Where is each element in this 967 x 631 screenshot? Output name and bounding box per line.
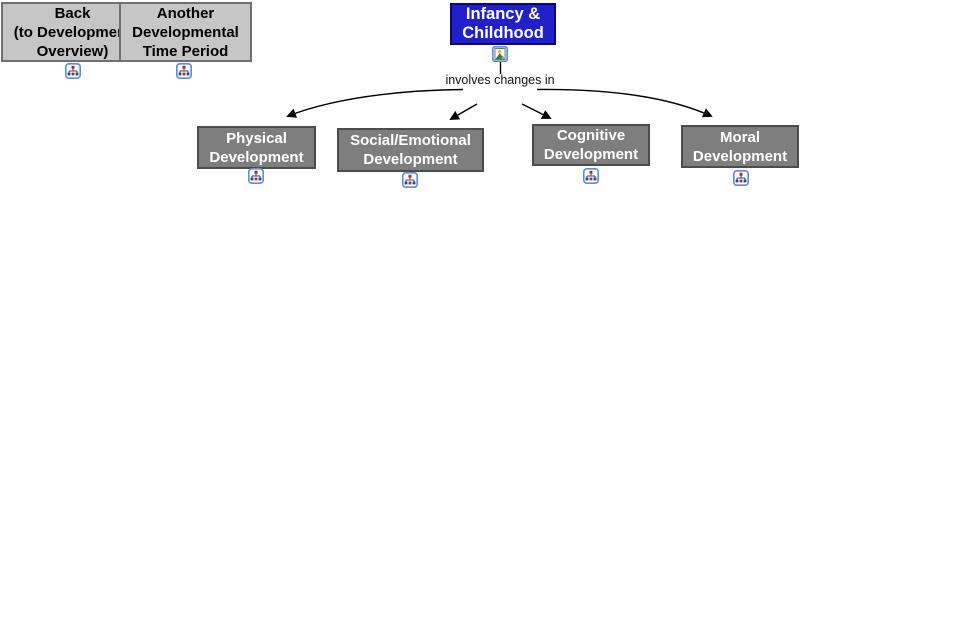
- node-label-line: Development: [209, 148, 304, 166]
- node-moral-development[interactable]: Moral Development: [681, 125, 799, 168]
- node-label-line: Cognitive: [556, 127, 626, 144]
- node-label-line: Time Period: [142, 42, 229, 60]
- node-label-line: Childhood: [462, 24, 544, 42]
- node-label-line: Development: [363, 151, 458, 168]
- node-label-line: Social/Emotional: [350, 132, 471, 149]
- linked-concept-map-icon[interactable]: [176, 63, 192, 79]
- node-social-emotional-development[interactable]: Social/Emotional Development: [337, 128, 484, 172]
- node-label-line: Developmental: [132, 23, 239, 41]
- linked-concept-map-icon[interactable]: [402, 172, 418, 188]
- linking-phrase-line: involves: [445, 73, 491, 87]
- node-label-line: Back: [54, 4, 91, 22]
- linking-phrase-line: changes in: [494, 73, 555, 87]
- node-label-line: Development: [543, 146, 639, 163]
- edge-linking-phrase-to-physical: [286, 88, 464, 118]
- edge-linking-phrase-to-cognitive: [521, 103, 552, 119]
- node-label-line: Moral: [719, 128, 760, 146]
- node-another-developmental-time-period[interactable]: Another Developmental Time Period: [119, 2, 252, 62]
- node-physical-development[interactable]: Physical Development: [197, 126, 316, 169]
- image-resource-icon[interactable]: [492, 46, 508, 62]
- node-cognitive-development[interactable]: Cognitive Development: [532, 124, 650, 166]
- linking-phrase-involves-changes-in[interactable]: involves changes in: [445, 73, 555, 88]
- linked-concept-map-icon[interactable]: [248, 168, 264, 184]
- node-label-line: (to Development: [13, 23, 132, 41]
- linked-concept-map-icon[interactable]: [733, 170, 749, 186]
- node-label-line: Infancy &: [465, 4, 541, 23]
- node-label-line: Physical: [226, 129, 287, 147]
- linked-concept-map-icon[interactable]: [583, 168, 599, 184]
- edge-linking-phrase-to-moral: [536, 88, 713, 118]
- linked-concept-map-icon[interactable]: [65, 63, 81, 79]
- node-label-line: Development: [692, 147, 788, 165]
- node-label-line: Overview): [36, 42, 109, 60]
- node-infancy-and-childhood[interactable]: Infancy & Childhood: [450, 3, 556, 45]
- node-label-line: Another: [156, 4, 215, 22]
- edge-linking-phrase-to-social: [449, 103, 478, 120]
